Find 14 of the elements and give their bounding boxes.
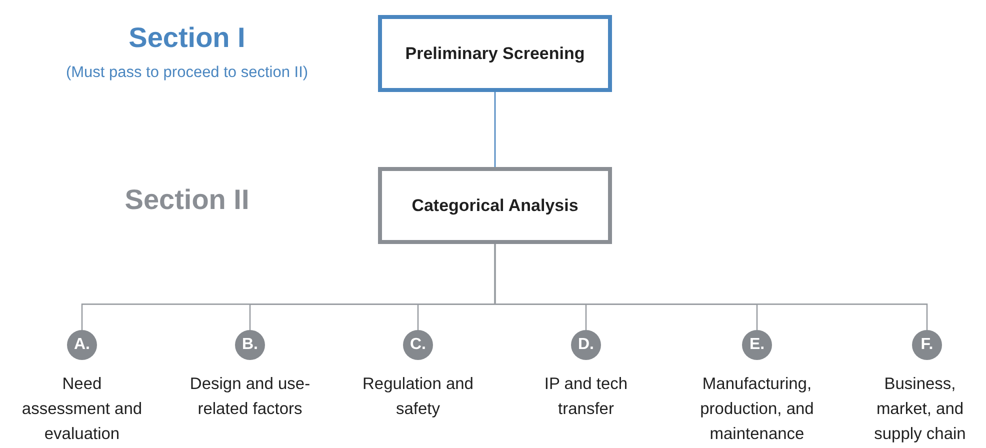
process-box <box>378 167 612 244</box>
category-label: Need assessment and evaluation <box>20 374 144 445</box>
connector-line <box>494 92 496 167</box>
category-label: Manufacturing, production, and maintenance <box>699 374 815 445</box>
section-heading: Section I <box>128 24 246 52</box>
category-label: Business, market, and supply chain <box>873 374 967 445</box>
box-label: Categorical Analysis <box>412 194 578 217</box>
box-label: Preliminary Screening <box>405 42 585 65</box>
section-heading: Section II <box>124 186 250 214</box>
category-label: Design and use-related factors <box>188 374 312 420</box>
category-label: IP and tech transfer <box>543 374 629 420</box>
category-label: Regulation and safety <box>361 374 474 420</box>
process-box <box>378 15 612 92</box>
section-note: (Must pass to proceed to section II) <box>64 63 310 82</box>
